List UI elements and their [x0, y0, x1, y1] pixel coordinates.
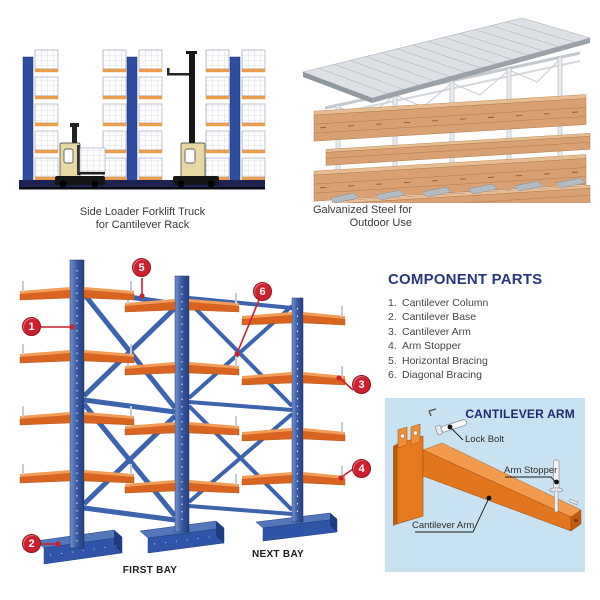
callout-badge-6: 6 [253, 282, 272, 301]
list-item: 1. Cantilever Column [388, 297, 588, 309]
next-bay-label: NEXT BAY [251, 549, 305, 560]
callout-badge-2: 2 [22, 534, 41, 553]
detail-dots [447, 424, 559, 501]
sideloader-caption: Side Loader Forklift Truck for Cantileve… [15, 206, 270, 232]
lock-bolt-pin [428, 408, 467, 436]
first-bay-label: FIRST BAY [122, 565, 178, 576]
floor-rail [19, 180, 265, 190]
callout-dots [55, 293, 344, 547]
lumber-rows [313, 94, 591, 221]
list-item: 6. Diagonal Bracing [388, 369, 588, 381]
cantilever-column-first [69, 259, 85, 549]
forklift-small [55, 123, 106, 188]
outdoor-caption-line2: Outdoor Use [349, 216, 412, 229]
list-item: 4. Arm Stopper [388, 340, 588, 352]
item-label: Cantilever Arm [402, 325, 471, 338]
callout-number: 2 [28, 537, 35, 550]
arm-stopper-label: Arm Stopper [504, 465, 558, 476]
list-item: 5. Horizontal Bracing [388, 355, 588, 367]
callout-badge-4: 4 [352, 459, 371, 478]
item-number: 5. [388, 354, 397, 367]
cantilever-arms-next [241, 306, 346, 486]
callout-leader-lines [41, 278, 354, 545]
outdoor-rack-illustration [301, 17, 592, 221]
arm-beam [422, 442, 582, 532]
item-number: 1. [388, 297, 397, 309]
callout-number: 3 [358, 378, 365, 391]
item-label: Arm Stopper [402, 340, 461, 353]
item-number: 4. [388, 340, 397, 353]
item-label: Cantilever Base [402, 311, 477, 324]
sideloader-rack-illustration [19, 49, 266, 190]
panel-component-diagram: 1 2 3 4 5 6 FIRST BAY NEXT BAY [0, 250, 390, 600]
list-item: 3. Cantilever Arm [388, 326, 588, 338]
item-label: Diagonal Bracing [402, 368, 482, 381]
panel-component-parts: COMPONENT PARTS 1. Cantilever Column 2. Ca… [388, 271, 588, 383]
sideloader-caption-line2: for Cantilever Rack [95, 218, 190, 231]
cantilever-arms-first [19, 281, 135, 484]
arm-bracket [393, 423, 424, 526]
item-number: 6. [388, 368, 397, 381]
item-number: 2. [388, 311, 397, 324]
item-label: Horizontal Bracing [402, 354, 488, 367]
lock-bolt-label: Lock Bolt [465, 434, 505, 445]
panel-sideloader: Side Loader Forklift Truck for Cantileve… [15, 45, 270, 232]
component-parts-list: 1. Cantilever Column 2. Cantilever Base 3.… [388, 297, 588, 381]
callout-badge-5: 5 [132, 258, 151, 277]
cantilever-column-middle [174, 275, 190, 533]
item-label: Cantilever Column [402, 297, 489, 309]
panel-outdoor: Galvanized Steel for Outdoor Use [300, 8, 595, 230]
item-number: 3. [388, 325, 397, 338]
forklift-tall [167, 51, 219, 188]
outdoor-caption: Galvanized Steel for Outdoor Use [300, 204, 412, 230]
corrugated-roof [301, 17, 592, 103]
cantilever-column-next [291, 297, 304, 523]
cantilever-arm-label: Cantilever Arm [412, 520, 475, 531]
galvanized-bases [329, 177, 586, 204]
callout-number: 4 [358, 462, 365, 475]
callout-badge-3: 3 [352, 375, 371, 394]
cantilever-arm-detail-box: CANTILEVER ARM Lock Bolt Arm Stopper Can… [385, 398, 585, 572]
callout-number: 6 [259, 285, 266, 298]
cantilever-arms-middle [124, 293, 240, 494]
arm-detail-title: CANTILEVER ARM [465, 407, 575, 421]
component-parts-title: COMPONENT PARTS [388, 271, 543, 288]
outdoor-caption-line1: Galvanized Steel for [312, 204, 412, 216]
cantilever-rack-diagram [19, 259, 354, 565]
callout-badge-1: 1 [22, 317, 41, 336]
list-item: 2. Cantilever Base [388, 311, 588, 323]
callout-number: 1 [28, 320, 35, 333]
cantilever-arm-drawing [393, 408, 582, 533]
callout-number: 5 [138, 261, 145, 274]
sideloader-caption-line1: Side Loader Forklift Truck [79, 206, 206, 218]
